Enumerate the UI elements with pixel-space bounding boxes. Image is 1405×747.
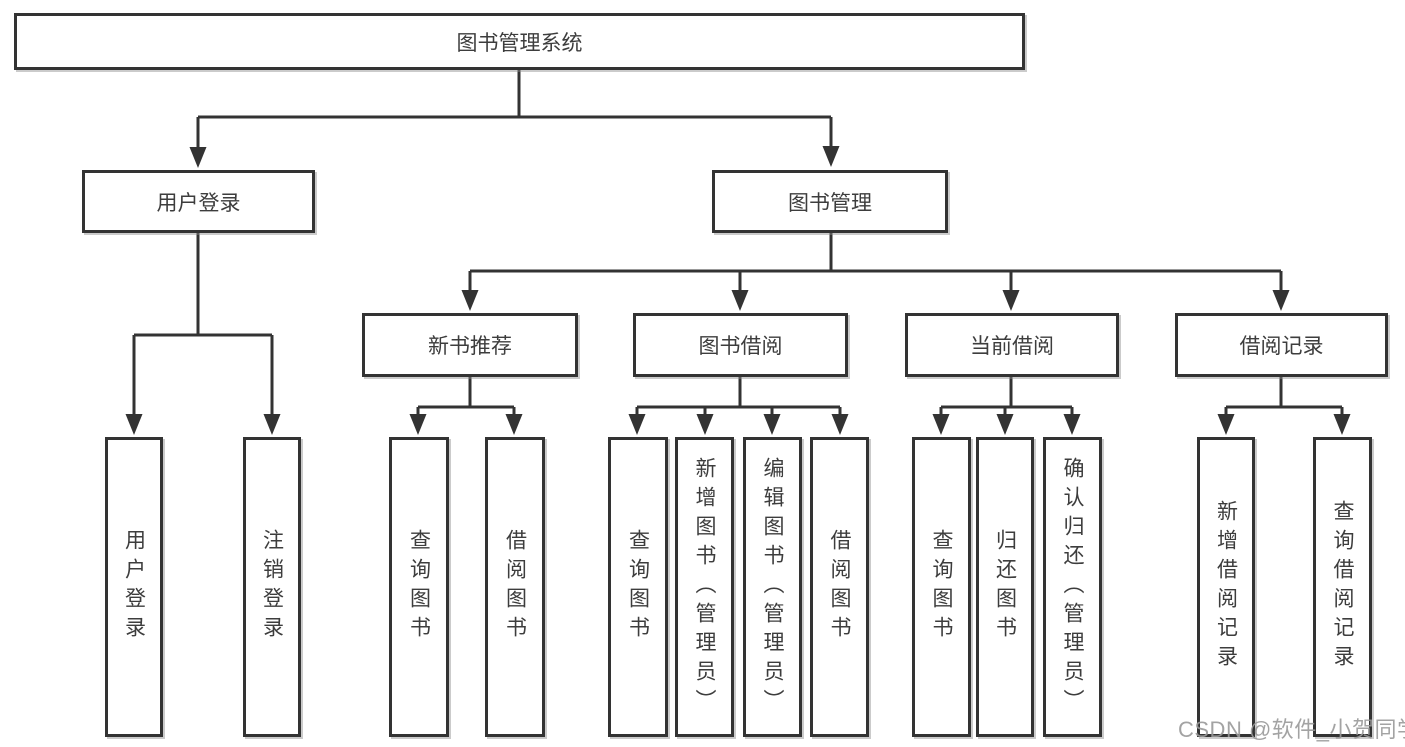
leaf-query-borrow-record-label: 查询借阅记录 [1331,500,1354,674]
arrowhead [505,414,523,435]
connector-userlogin-to-leaves [132,233,274,417]
arrowhead [409,414,427,435]
node-book-borrow: 图书借阅 [633,313,848,377]
leaf-add-books-admin: 新增图书（管理员） [675,437,734,737]
node-root-label: 图书管理系统 [456,31,583,55]
leaf-add-books-admin-label: 新增图书（管理员） [693,456,716,718]
leaf-confirm-return-admin-label: 确认归还（管理员） [1061,456,1084,718]
arrowhead [1272,290,1290,311]
leaf-query-books-current-label: 查询图书 [930,529,953,645]
leaf-return-books: 归还图书 [976,437,1034,737]
node-new-book-recommend: 新书推荐 [362,313,578,377]
arrowhead [628,414,646,435]
leaf-add-borrow-record: 新增借阅记录 [1197,437,1255,737]
node-book-borrow-label: 图书借阅 [698,335,783,358]
connector-bookborrow-to-leaves [635,377,842,417]
arrowhead [461,290,479,311]
leaf-query-books-recommend: 查询图书 [389,437,449,737]
leaf-query-books-borrow: 查询图书 [608,437,668,737]
arrowhead [831,414,849,435]
node-borrow-records-label: 借阅记录 [1239,335,1324,358]
leaf-borrow-books-label: 借阅图书 [828,529,851,645]
leaf-add-borrow-record-label: 新增借阅记录 [1214,500,1238,674]
leaf-confirm-return-admin: 确认归还（管理员） [1043,437,1102,737]
node-borrow-records: 借阅记录 [1175,313,1388,377]
connector-root-to-level2 [196,70,833,150]
arrowhead [125,414,143,435]
connector-borrowrecords-to-leaves [1224,377,1344,417]
leaf-user-login-label: 用户登录 [122,529,146,645]
leaf-user-login: 用户登录 [105,437,163,737]
connector-currentborrow-to-leaves [939,377,1074,417]
node-root: 图书管理系统 [14,13,1025,70]
leaf-edit-books-admin-label: 编辑图书（管理员） [761,456,784,718]
node-current-borrow: 当前借阅 [905,313,1119,377]
node-new-book-recommend-label: 新书推荐 [428,335,512,358]
connector-newbook-to-leaves [416,377,516,417]
leaf-borrow-books: 借阅图书 [810,437,869,737]
leaf-borrow-books-recommend: 借阅图书 [485,437,545,737]
arrowhead [763,414,781,435]
arrowhead [1002,290,1020,311]
connector-bookmgmt-to-level3 [468,233,1283,293]
arrowhead [822,146,840,167]
arrowhead [263,414,281,435]
arrowhead [731,290,749,311]
leaf-logout-label: 注销登录 [260,529,284,645]
leaf-edit-books-admin: 编辑图书（管理员） [743,437,802,737]
leaf-borrow-books-recommend-label: 借阅图书 [503,529,527,645]
arrowhead [1217,414,1235,435]
arrowhead [696,414,714,435]
leaf-query-books-current: 查询图书 [912,437,971,737]
watermark-text: CSDN @软件_小贺同学 [1178,717,1405,742]
arrowhead [189,147,207,168]
arrowhead [932,414,950,435]
leaf-query-books-recommend-label: 查询图书 [407,529,431,645]
arrowhead [1333,414,1351,435]
node-book-management: 图书管理 [712,170,948,233]
arrowhead [1063,414,1081,435]
leaf-query-books-borrow-label: 查询图书 [626,529,650,645]
leaf-return-books-label: 归还图书 [993,529,1017,645]
leaf-query-borrow-record: 查询借阅记录 [1313,437,1372,737]
node-book-management-label: 图书管理 [788,191,872,215]
arrowhead [996,414,1014,435]
node-current-borrow-label: 当前借阅 [970,335,1054,358]
node-user-login: 用户登录 [82,170,315,233]
node-user-login-label: 用户登录 [156,191,241,215]
leaf-logout: 注销登录 [243,437,301,737]
